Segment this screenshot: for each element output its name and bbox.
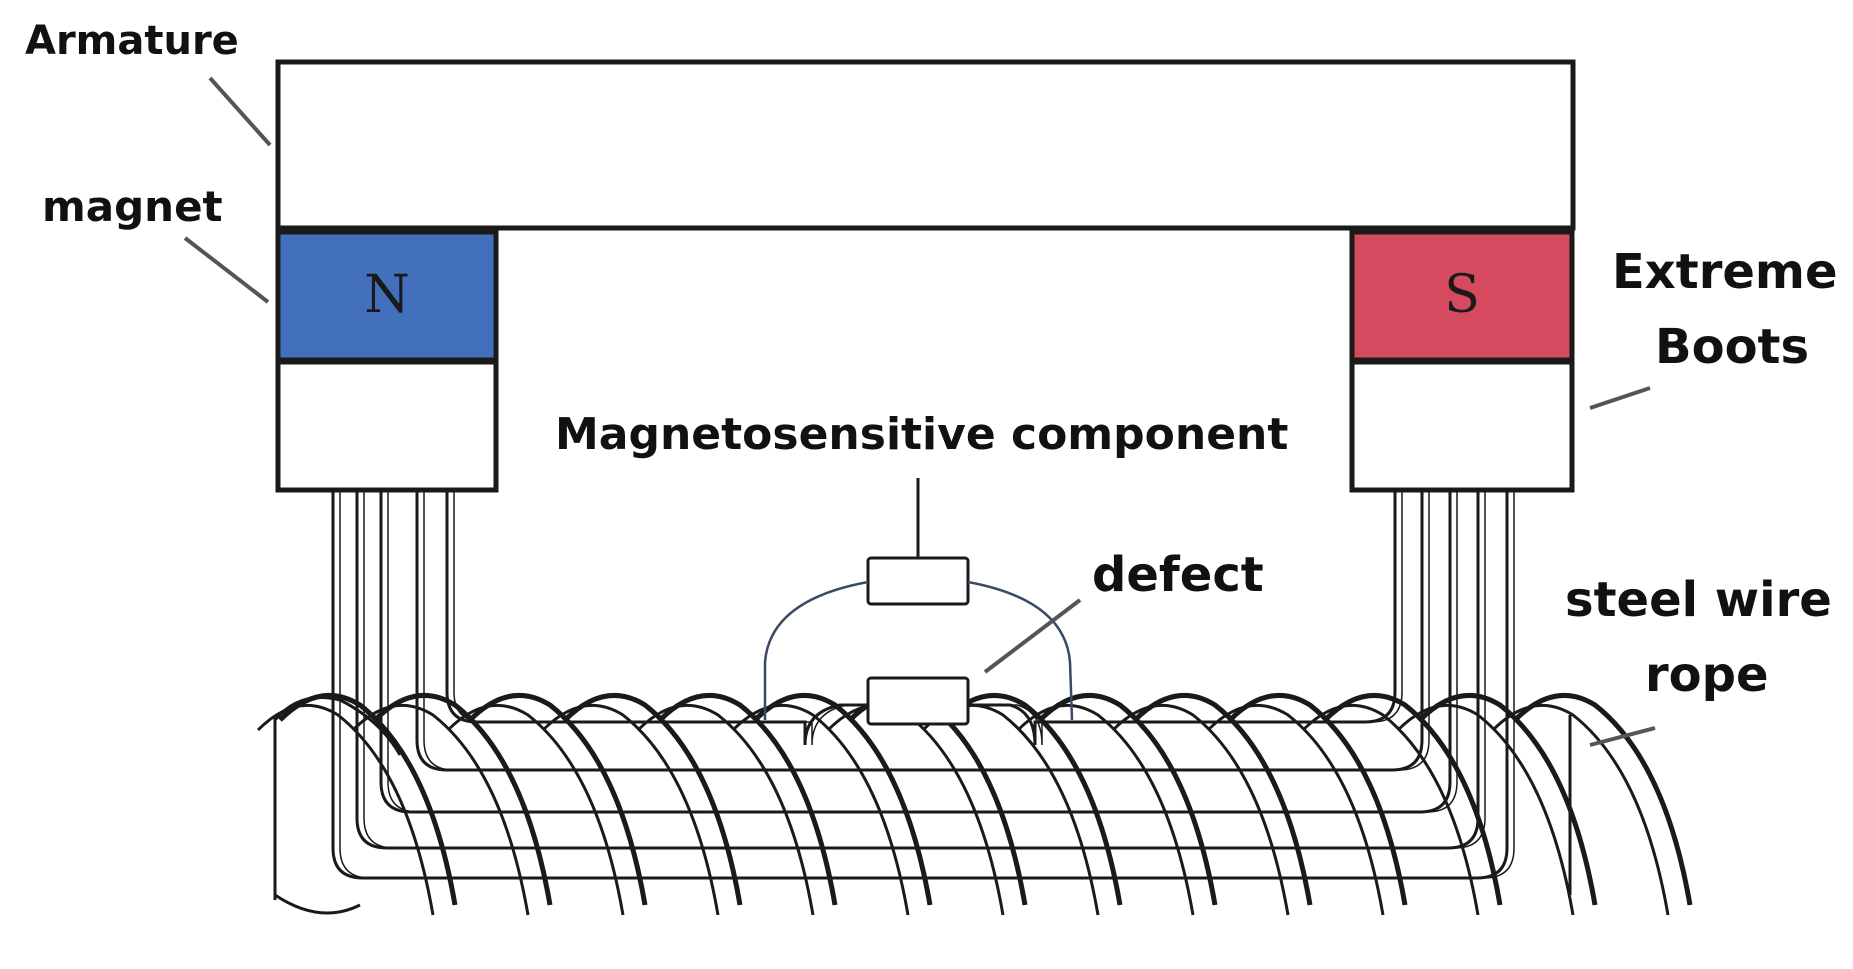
armature	[275, 59, 1576, 231]
rope-strand	[278, 692, 458, 906]
rope-label-line2: rope	[1645, 647, 1769, 703]
sensor-field-loop	[763, 580, 1074, 721]
rope-strand-secondary	[636, 703, 815, 916]
rope-strand-secondary	[921, 703, 1100, 916]
magnetosensitive-sensor	[866, 556, 970, 606]
north-magnet	[275, 229, 499, 363]
rope-strand-secondary	[1206, 703, 1385, 916]
north-pole-letter: N	[364, 265, 410, 325]
rope-strand-secondary	[1301, 703, 1480, 916]
rope-helix-strands	[256, 692, 1693, 916]
magnet-leader	[183, 236, 270, 304]
south-pole-boot	[1349, 359, 1575, 493]
magnet-label: magnet	[42, 182, 223, 231]
extreme-boots-label-line1: Extreme	[1612, 244, 1838, 300]
south-pole-letter: S	[1444, 265, 1480, 325]
rope-strand-secondary	[1111, 703, 1290, 916]
defect-leader	[983, 598, 1082, 674]
rope-strand-secondary	[1016, 703, 1195, 916]
extreme-boots-label-line2: Boots	[1655, 319, 1810, 375]
north-pole-boot	[275, 359, 499, 493]
armature-leader	[208, 76, 272, 147]
flux-line-inner	[363, 490, 1486, 849]
flux-line-inner	[339, 490, 1515, 879]
rope-strand-secondary	[826, 703, 1005, 916]
flux-line-inner	[423, 490, 1430, 771]
extreme-boots-leader	[1589, 386, 1651, 410]
rope-strand-secondary	[731, 703, 910, 916]
rope-strand	[1513, 692, 1693, 906]
steel-wire-rope	[256, 692, 1693, 916]
leader-lines	[183, 76, 1656, 747]
armature-label: Armature	[25, 18, 239, 64]
rope-strand-secondary	[446, 703, 625, 916]
flux-line-inner	[387, 490, 1458, 813]
rope-bottom-edge	[274, 893, 361, 915]
rope-strand-secondary	[541, 703, 720, 916]
rope-strand-secondary	[351, 703, 530, 916]
magnetosensitive-label: Magnetosensitive component	[555, 409, 1289, 460]
flux-line	[379, 490, 1452, 814]
rope-leader	[1589, 726, 1656, 747]
defect-label: defect	[1092, 547, 1264, 603]
rope-label-line1: steel wire	[1565, 572, 1832, 628]
rope-strand-secondary	[1491, 703, 1670, 916]
defect-marker	[866, 676, 970, 726]
